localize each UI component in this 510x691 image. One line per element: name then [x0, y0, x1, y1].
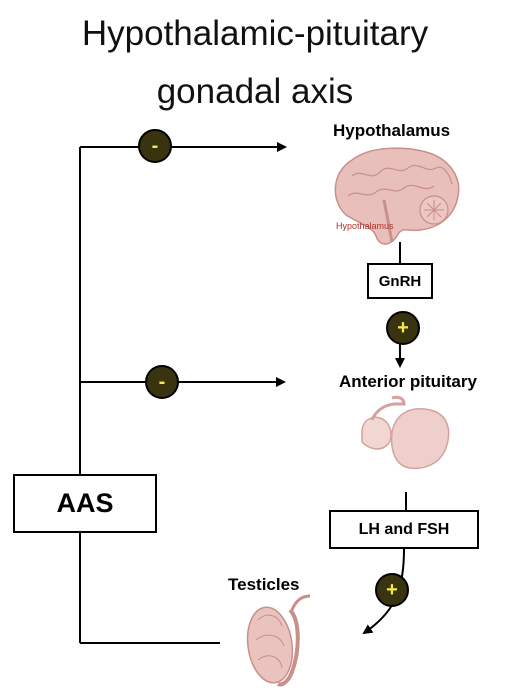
hypothalamus-caption: Hypothalamus — [336, 221, 394, 231]
stimulation-sign-gnrh: + — [386, 311, 420, 345]
testicles-label: Testicles — [228, 575, 300, 595]
pituitary-gland-icon — [362, 397, 449, 468]
inhibition-sign-pituitary: - — [145, 365, 179, 399]
hypothalamus-label: Hypothalamus — [333, 121, 450, 141]
aas-box: AAS — [13, 474, 157, 533]
testicle-icon — [243, 596, 310, 686]
anterior-pituitary-label: Anterior pituitary — [339, 372, 477, 392]
lh-fsh-box: LH and FSH — [329, 510, 479, 549]
stimulation-sign-lh-fsh: + — [375, 573, 409, 607]
inhibition-sign-hypothalamus: - — [138, 129, 172, 163]
gnrh-box: GnRH — [367, 263, 433, 299]
